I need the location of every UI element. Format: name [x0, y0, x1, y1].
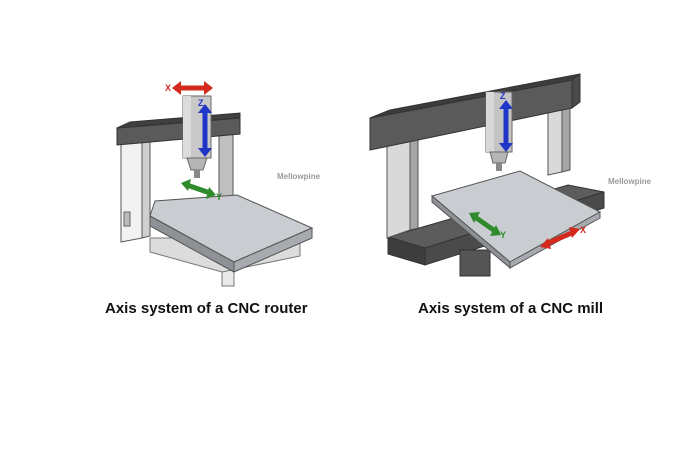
cnc-mill-panel: Y X Z Mellowpine Axis system of a CNC mi…	[350, 0, 700, 450]
mill-right-column	[547, 106, 563, 176]
mill-watermark: Mellowpine	[608, 177, 652, 186]
router-y-axis-arrow	[181, 179, 216, 199]
mill-spindle-highlight	[486, 92, 494, 152]
router-side-bracket	[123, 211, 131, 227]
cnc-router-panel: X Z Y Mellowpine Axis system of a CNC ro…	[105, 81, 321, 317]
mill-spindle-tool	[496, 163, 502, 171]
router-watermark: Mellowpine	[277, 172, 321, 181]
router-x-axis-label: X	[165, 83, 171, 93]
mill-y-axis-label: Y	[500, 230, 506, 240]
mill-z-axis-label: Z	[500, 91, 506, 101]
router-z-axis-arrow	[198, 104, 212, 157]
router-z-axis-label: Z	[198, 98, 204, 108]
mill-gantry-beam-front	[369, 79, 573, 151]
router-caption: Axis system of a CNC router	[105, 300, 308, 317]
mill-spindle-chuck	[489, 151, 509, 164]
cnc-router-illustration: X Z Y	[116, 81, 314, 287]
mill-right-column-side	[561, 103, 571, 173]
mill-x-axis-label: X	[580, 225, 586, 235]
mill-y-axis-arrow	[469, 212, 501, 236]
router-table-side-edge	[233, 227, 313, 273]
router-y-axis-label: Y	[216, 192, 222, 202]
router-left-column-side	[141, 132, 151, 239]
router-spindle-highlight	[183, 96, 191, 158]
mill-left-column-side	[409, 132, 419, 231]
router-x-axis-arrow	[172, 81, 213, 95]
router-spindle-chuck	[186, 157, 208, 171]
mill-gantry-beam-end	[571, 73, 581, 109]
router-spindle-tool	[194, 170, 200, 178]
mill-left-column	[386, 135, 411, 239]
cnc-mill-illustration: Y X Z	[369, 73, 605, 277]
mill-z-axis-arrow	[499, 100, 513, 152]
mill-caption: Axis system of a CNC mill	[418, 300, 604, 317]
mill-x-axis-arrow	[540, 227, 580, 249]
mill-base-foot	[459, 249, 491, 277]
